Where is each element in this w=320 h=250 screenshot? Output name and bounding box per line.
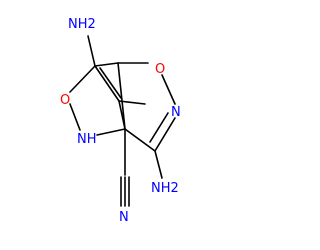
atom-label-nh2-top: NH2 xyxy=(68,17,96,32)
molecule-diagram: NH2 O NH O N NH2 N xyxy=(60,17,181,225)
atom-label-nh-left: NH xyxy=(77,132,97,147)
bond-c3-nh2 xyxy=(154,150,163,179)
structure-svg: NH2 O NH O N NH2 N xyxy=(60,17,181,225)
atom-label-n-right: N xyxy=(171,105,181,120)
bond-c3a-c3 xyxy=(124,128,156,152)
atom-label-o-right: O xyxy=(155,62,165,77)
atom-label-nh2-bottom: NH2 xyxy=(151,181,179,196)
atom-label-o-left: O xyxy=(60,93,70,108)
bond-c6-c6a-double xyxy=(99,67,122,99)
bond-c6-o-left xyxy=(69,65,96,93)
bond-n-c3-a xyxy=(154,117,176,152)
bond-c3a-o-right-core xyxy=(117,62,126,130)
atom-label-n-nitrile: N xyxy=(119,210,129,225)
bond-c6a-c6a xyxy=(94,62,119,67)
bond-o-nh-left xyxy=(69,103,81,131)
bond-c6-nh2 xyxy=(87,35,96,67)
bond-c6-c6a xyxy=(94,65,120,102)
bond-c6a-c3a xyxy=(118,100,146,105)
bond-o-right-n xyxy=(161,74,176,105)
bond-n-c3-b xyxy=(149,112,169,143)
bond-nh-c3a xyxy=(96,128,126,136)
